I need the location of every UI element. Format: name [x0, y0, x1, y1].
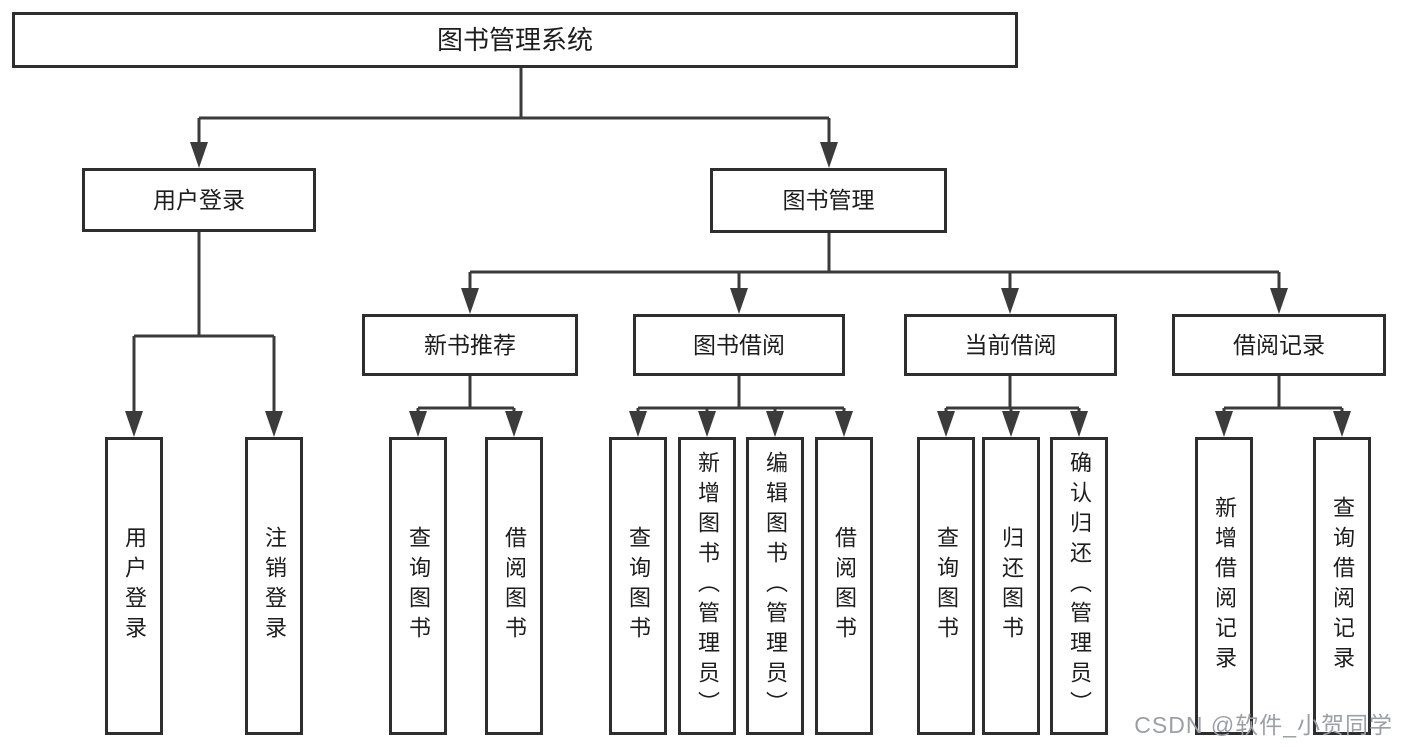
node-borrow-books-leaf: 借阅图书	[815, 437, 873, 735]
node-query-books-borrowing: 查询图书	[609, 437, 667, 735]
node-new-book-recommendation: 新书推荐	[362, 314, 578, 376]
node-logout-leaf: 注销登录	[245, 437, 303, 735]
node-confirm-return-admin: 确认归还（管理员）	[1050, 437, 1108, 735]
node-library-system: 图书管理系统	[12, 12, 1018, 68]
node-add-borrow-record: 新增借阅记录	[1195, 437, 1253, 735]
node-user-login: 用户登录	[82, 168, 316, 232]
node-borrowing-records: 借阅记录	[1172, 314, 1386, 376]
node-return-books: 归还图书	[982, 437, 1040, 735]
csdn-watermark: CSDN @软件_小贺同学	[1134, 712, 1393, 738]
node-current-borrowing: 当前借阅	[904, 314, 1117, 376]
node-query-books-recommend: 查询图书	[389, 437, 447, 735]
node-borrow-books-recommend: 借阅图书	[485, 437, 543, 735]
node-query-borrow-record: 查询借阅记录	[1313, 437, 1371, 735]
node-edit-books-admin: 编辑图书（管理员）	[746, 437, 804, 735]
node-add-books-admin: 新增图书（管理员）	[678, 437, 736, 735]
node-user-login-leaf: 用户登录	[105, 437, 163, 735]
node-query-books-current: 查询图书	[917, 437, 975, 735]
node-book-borrowing: 图书借阅	[633, 314, 845, 376]
node-book-management: 图书管理	[710, 168, 947, 233]
